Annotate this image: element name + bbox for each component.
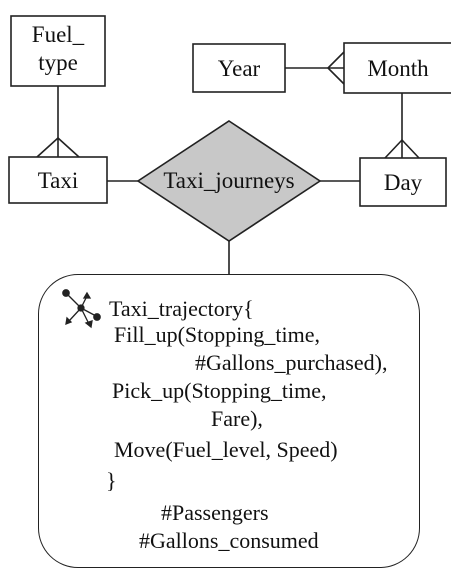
measures-box bbox=[38, 274, 420, 568]
close-brace: } bbox=[106, 468, 117, 493]
entity-fuel-type: Fuel_ type bbox=[10, 15, 106, 87]
pick-up-line-1: Pick_up(Stopping_time, bbox=[112, 378, 327, 403]
gallons-consumed-measure: #Gallons_consumed bbox=[139, 528, 319, 553]
relationship-label: Taxi_journeys bbox=[163, 168, 294, 193]
fuel-type-label-line2: type bbox=[38, 50, 78, 75]
trajectory-header: Taxi_trajectory{ bbox=[109, 296, 254, 321]
pick-up-line-2: Fare), bbox=[211, 406, 263, 431]
month-crowfoot-bottom bbox=[327, 67, 345, 85]
move-line: Move(Fuel_level, Speed) bbox=[114, 437, 338, 462]
connectors bbox=[36, 51, 420, 275]
month-label: Month bbox=[367, 56, 429, 81]
year-label: Year bbox=[218, 56, 261, 81]
fuel-type-crowfoot-right bbox=[57, 137, 80, 158]
entity-month: Month bbox=[343, 42, 451, 94]
fill-up-line-1: Fill_up(Stopping_time, bbox=[114, 322, 320, 347]
passengers-measure: #Passengers bbox=[161, 500, 269, 525]
fuel-type-label-line1: Fuel_ bbox=[32, 22, 85, 47]
day-crowfoot-right bbox=[401, 139, 420, 159]
taxi-label: Taxi bbox=[38, 168, 79, 193]
trajectory-icon bbox=[62, 289, 101, 329]
month-crowfoot-top bbox=[327, 51, 345, 69]
day-crowfoot-left bbox=[384, 139, 403, 159]
fill-up-line-2: #Gallons_purchased), bbox=[195, 350, 388, 375]
entity-year: Year bbox=[192, 43, 286, 93]
day-label: Day bbox=[384, 170, 423, 195]
fuel-type-crowfoot-left bbox=[36, 137, 59, 158]
entity-day: Day bbox=[359, 157, 447, 207]
entity-taxi: Taxi bbox=[8, 156, 108, 204]
relationship-taxi-journeys: Taxi_journeys bbox=[136, 120, 322, 242]
